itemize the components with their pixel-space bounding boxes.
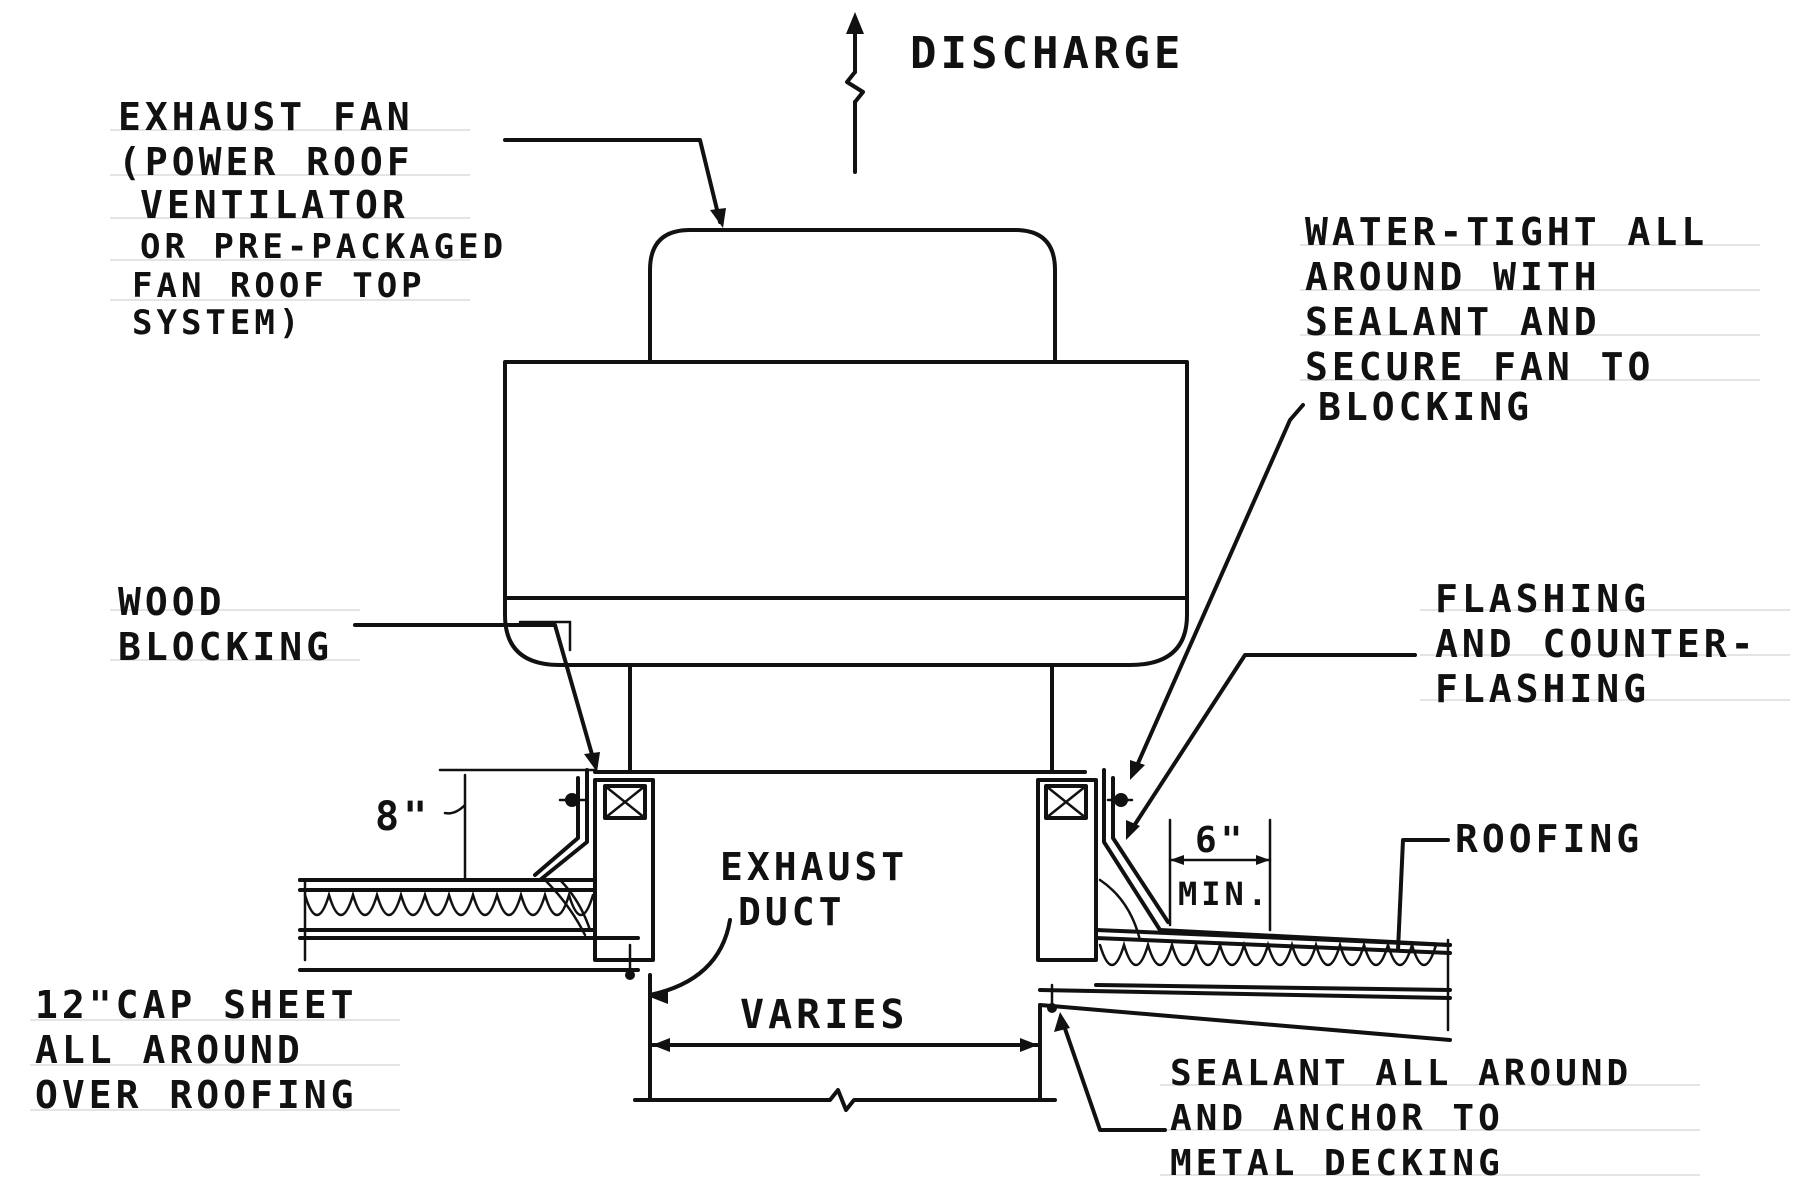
label-flashing-3: FLASHING xyxy=(1435,667,1650,711)
leader-flashing xyxy=(1126,653,1417,840)
guide-lines xyxy=(30,129,1790,1176)
label-exhaust-fan-6: SYSTEM) xyxy=(132,303,303,343)
leader-water-tight xyxy=(1130,403,1305,780)
roof-assembly-left xyxy=(298,878,640,980)
label-dim-8: 8" xyxy=(375,794,431,840)
fan-hood xyxy=(648,228,1057,364)
leader-roofing xyxy=(1396,838,1450,952)
leader-wood-blocking xyxy=(353,623,600,772)
varies-dimension-line xyxy=(650,1038,1040,1052)
label-sealant: SEALANT ALL AROUND AND ANCHOR TO METAL D… xyxy=(1170,1053,1632,1184)
label-water-tight-2: AROUND WITH xyxy=(1305,255,1601,299)
leader-exhaust-fan xyxy=(503,138,726,228)
label-roofing: ROOFING xyxy=(1455,817,1643,861)
label-exhaust-fan-1: EXHAUST FAN xyxy=(118,95,414,139)
label-flashing-1: FLASHING xyxy=(1435,577,1650,621)
label-sealant-2: AND ANCHOR TO xyxy=(1170,1098,1504,1139)
label-sealant-3: METAL DECKING xyxy=(1170,1143,1504,1184)
label-flashing: FLASHING AND COUNTER- FLASHING xyxy=(1435,577,1758,711)
leader-exhaust-duct xyxy=(648,918,732,1004)
label-exhaust-duct: EXHAUST DUCT xyxy=(720,845,908,934)
discharge-arrow xyxy=(845,12,865,174)
label-dim-min: MIN. xyxy=(1178,875,1271,913)
label-exhaust-duct-2: DUCT xyxy=(738,890,846,934)
label-water-tight-4: SECURE FAN TO xyxy=(1305,345,1654,389)
label-exhaust-fan-4: OR PRE-PACKAGED xyxy=(140,227,507,267)
label-exhaust-fan-3: VENTILATOR xyxy=(140,183,409,227)
label-water-tight-3: SEALANT AND xyxy=(1305,300,1601,344)
label-cap-sheet-3: OVER ROOFING xyxy=(35,1073,358,1117)
label-water-tight: WATER-TIGHT ALL AROUND WITH SEALANT AND … xyxy=(1305,210,1708,429)
label-wood-blocking: WOOD BLOCKING xyxy=(118,580,333,669)
label-sealant-1: SEALANT ALL AROUND xyxy=(1170,1053,1632,1094)
roof-assembly-right xyxy=(1038,878,1452,1042)
label-wood-blocking-2: BLOCKING xyxy=(118,625,333,669)
duct-break-line xyxy=(633,1088,1057,1112)
label-wood-blocking-1: WOOD xyxy=(118,580,226,624)
label-water-tight-5: BLOCKING xyxy=(1318,385,1533,429)
label-exhaust-duct-1: EXHAUST xyxy=(720,845,908,889)
label-discharge: DISCHARGE xyxy=(910,28,1184,79)
label-cap-sheet-2: ALL AROUND xyxy=(35,1028,304,1072)
label-flashing-2: AND COUNTER- xyxy=(1435,622,1758,666)
leader-sealant xyxy=(1054,1012,1167,1132)
label-exhaust-fan-5: FAN ROOF TOP xyxy=(132,266,426,306)
dim-6-line xyxy=(1168,818,1272,932)
label-cap-sheet: 12"CAP SHEET ALL AROUND OVER ROOFING xyxy=(35,983,358,1117)
dim-8-line xyxy=(438,768,597,882)
label-exhaust-fan: EXHAUST FAN (POWER ROOF VENTILATOR OR PR… xyxy=(118,95,507,343)
label-exhaust-fan-2: (POWER ROOF xyxy=(118,140,414,184)
label-varies: VARIES xyxy=(740,992,909,1038)
label-water-tight-1: WATER-TIGHT ALL xyxy=(1305,210,1708,254)
label-dim-6: 6" xyxy=(1195,820,1246,861)
label-cap-sheet-1: 12"CAP SHEET xyxy=(35,983,358,1027)
fan-housing xyxy=(503,360,1189,667)
